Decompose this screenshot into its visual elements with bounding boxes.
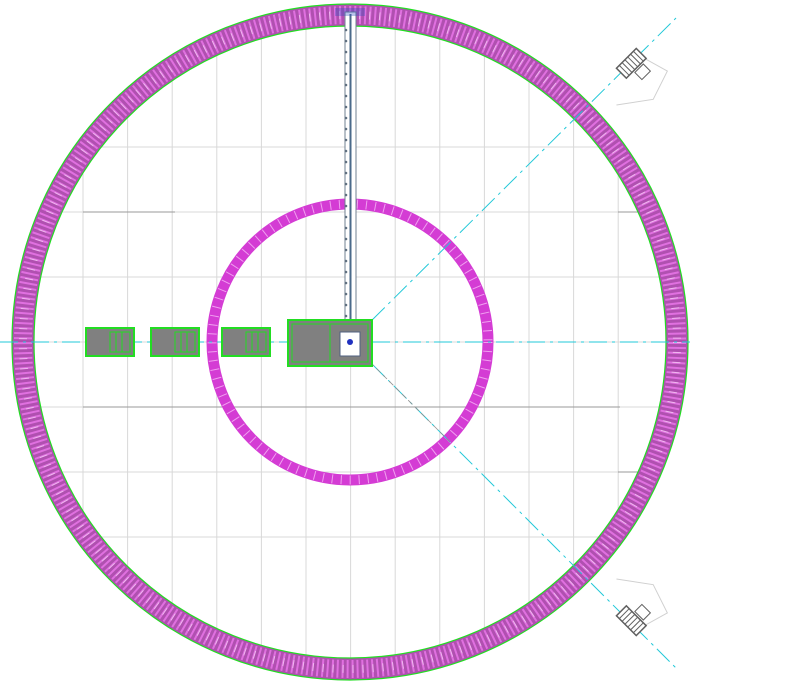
arm-scraper-mark [344,116,348,120]
arm-scraper-mark [344,248,348,252]
arm-scraper-mark [344,160,348,164]
arm-scraper-mark [344,215,348,219]
bridge-arm [335,8,365,333]
arm-scraper-mark [344,61,348,65]
outlet-fixture-top [615,47,669,106]
arm-scraper-mark [344,182,348,186]
arm-scraper-mark [344,83,348,87]
arm-scraper-mark [344,193,348,197]
arm-scraper-mark [344,39,348,43]
arm-scraper-mark [344,237,348,241]
arm-scraper-mark [344,270,348,274]
arm-scraper-mark [344,94,348,98]
box-2 [150,327,200,357]
equipment-boxes [85,319,373,367]
arm-scraper-mark [344,149,348,153]
arm-scraper-mark [344,204,348,208]
arm-scraper-mark [344,28,348,32]
arm-scraper-mark [344,303,348,307]
outlet-fixture-bottom [615,578,669,637]
arm-scraper-mark [344,105,348,109]
axis-diagonal-gray [369,361,451,443]
arm-scraper-mark [344,50,348,54]
arm-scraper-mark [344,226,348,230]
box-1 [85,327,135,357]
arm-scraper-mark [344,72,348,76]
arm-scraper-mark [344,292,348,296]
arm-scraper-mark [344,314,348,318]
arm-scraper-mark [344,127,348,131]
arm-scraper-mark [344,281,348,285]
arm-scraper-mark [344,259,348,263]
arm-scraper-mark [344,171,348,175]
arm-scraper-mark [344,138,348,142]
box-3 [221,327,271,357]
center-drive-box [287,319,373,367]
